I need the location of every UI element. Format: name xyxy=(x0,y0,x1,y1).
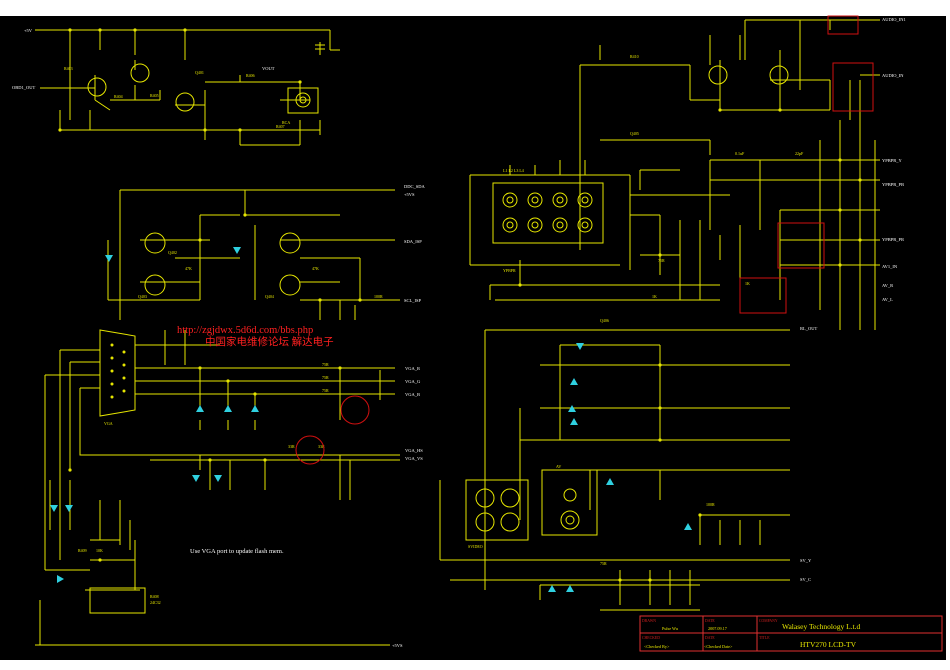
ref-label: 75R xyxy=(658,258,665,263)
ref-label: Q403 xyxy=(138,294,147,299)
net-ddc-sda: DDC_SDA xyxy=(404,184,426,189)
ref-label: 24C32 xyxy=(150,600,161,605)
ref-label: YPBPR xyxy=(503,268,516,273)
vga-input-section: VGA_R VGA_G VGA_B VGA_HS VGA_VS VGA 75R … xyxy=(44,329,423,570)
ref-label: 33R xyxy=(318,444,325,449)
title-label: TITLE xyxy=(759,636,770,640)
net-av-r: AV_R xyxy=(882,283,893,288)
ref-label: SVIDEO xyxy=(468,544,483,549)
ref-label: 75R xyxy=(322,362,329,367)
net-bottom: +5VS xyxy=(392,643,403,648)
net-obd-out: OBD1_OUT xyxy=(12,85,36,90)
net-vga-b: VGA_B xyxy=(405,392,420,397)
rca-jack-section: L1 L2 L3 L4 YPBPR 75R 1K xyxy=(469,160,720,301)
net-vga-hs: VGA_HS xyxy=(405,448,423,453)
ref-label: 1K xyxy=(652,294,657,299)
drawn-label: DRAWN xyxy=(642,619,656,623)
ref-label: R403 xyxy=(64,66,73,71)
ref-label: Q405 xyxy=(630,131,639,136)
net-vga-r: VGA_R xyxy=(405,366,420,371)
ref-label: 10K xyxy=(96,548,103,553)
checked-date: <Checked Date> xyxy=(704,644,733,649)
highlight-circle xyxy=(340,395,370,425)
url-watermark: http://zgjdwx.5d6d.com/bbs.php xyxy=(177,325,313,336)
checked-by: <Checked By> xyxy=(644,644,670,649)
ref-label: Q406 xyxy=(600,318,609,323)
ref-label: R407 xyxy=(276,124,285,129)
ref-label: 47K xyxy=(185,266,192,271)
ref-label: R410 xyxy=(630,54,639,59)
ref-label: RCA xyxy=(282,120,290,125)
ref-label: 47K xyxy=(312,266,319,271)
ref-label: 0.1uF xyxy=(735,151,745,156)
ref-label: 75R xyxy=(322,388,329,393)
video-output-section: +5V OBD1_OUT VOUT R403 R404 R405 R406 R4… xyxy=(12,28,340,146)
ref-label: R404 xyxy=(114,94,123,99)
ddc-isp-section: DDC_SDA +5VS SDA_ISP SCL_ISP Q402 Q403 Q… xyxy=(105,184,426,320)
net-sv-y: SV_Y xyxy=(800,558,812,563)
net-vga-g: VGA_G xyxy=(405,379,421,384)
net-audio-in: AUDIO_IN xyxy=(882,73,904,78)
drawn-by: Pulse Wu xyxy=(662,626,679,631)
ref-label: R408 xyxy=(150,594,159,599)
ref-label: Q401 xyxy=(195,70,204,75)
net-audio-top: AUDIO_IN1 xyxy=(882,17,906,22)
ref-label: 100R xyxy=(706,502,715,507)
net-right-out: RL_OUT xyxy=(800,326,817,331)
net-ddc-5v: +5VS xyxy=(404,192,415,197)
net-ypbpr-pb: YPBPR_PB xyxy=(882,182,904,187)
net-ypbpr-pr: YPBPR_PR xyxy=(882,237,904,242)
checked-label: CHECKED xyxy=(642,636,660,640)
ref-label: 33R xyxy=(288,444,295,449)
highlight-circle xyxy=(295,435,325,465)
net-vout: VOUT xyxy=(262,66,275,71)
ref-label: Q402 xyxy=(168,250,177,255)
ref-label: L1 L2 L3 L4 xyxy=(503,168,524,173)
date-label: DATE xyxy=(705,619,715,623)
company-label: COMPANY xyxy=(759,619,778,623)
net-top-left: +5V xyxy=(24,28,33,33)
company-name: Walasey Technology L.t.d xyxy=(782,622,861,631)
drawing-title: HTV270 LCD-TV xyxy=(800,640,857,649)
drawn-date: 2007.09.17 xyxy=(708,626,727,631)
drawing-area xyxy=(0,16,946,660)
net-scl-isp: SCL_ISP xyxy=(404,298,422,303)
ref-label: R405 xyxy=(150,93,159,98)
ref-label: 22pF xyxy=(795,151,804,156)
net-av-l: AV_L xyxy=(882,297,893,302)
ref-label: R406 xyxy=(246,73,255,78)
net-vga-vs: VGA_VS xyxy=(405,456,423,461)
net-sv-c: SV_C xyxy=(800,577,811,582)
cn-watermark: 中国家电维修论坛 解达电子 xyxy=(205,335,334,348)
net-av1: AV1_IN xyxy=(882,264,898,269)
checked-date-label: DATE xyxy=(705,636,715,640)
net-sda-isp: SDA_ISP xyxy=(404,239,422,244)
eeprom-section: R408 24C32 R409 10K +5VS xyxy=(35,468,403,648)
vga-flash-note: Use VGA port to update flash mem. xyxy=(190,548,284,555)
ref-label: 100R xyxy=(374,294,383,299)
ref-label: 1K xyxy=(745,281,750,286)
av-sv-section: RL_OUT SV_Y SV_C SVIDEO AV Q406 75R 100R xyxy=(439,318,817,611)
ref-label: VGA xyxy=(104,421,113,426)
ref-label: 75R xyxy=(600,561,607,566)
ref-label: Q404 xyxy=(265,294,274,299)
ref-label: R409 xyxy=(78,548,87,553)
audio-section: AUDIO_IN1 AUDIO_IN YPBPR_Y YPBPR_PB YPBP… xyxy=(579,15,906,330)
net-ypbpr-y: YPBPR_Y xyxy=(882,158,903,163)
ref-label: 75R xyxy=(322,375,329,380)
title-block: DRAWN Pulse Wu DATE 2007.09.17 COMPANY W… xyxy=(639,615,943,652)
ref-label: AV xyxy=(556,464,561,469)
